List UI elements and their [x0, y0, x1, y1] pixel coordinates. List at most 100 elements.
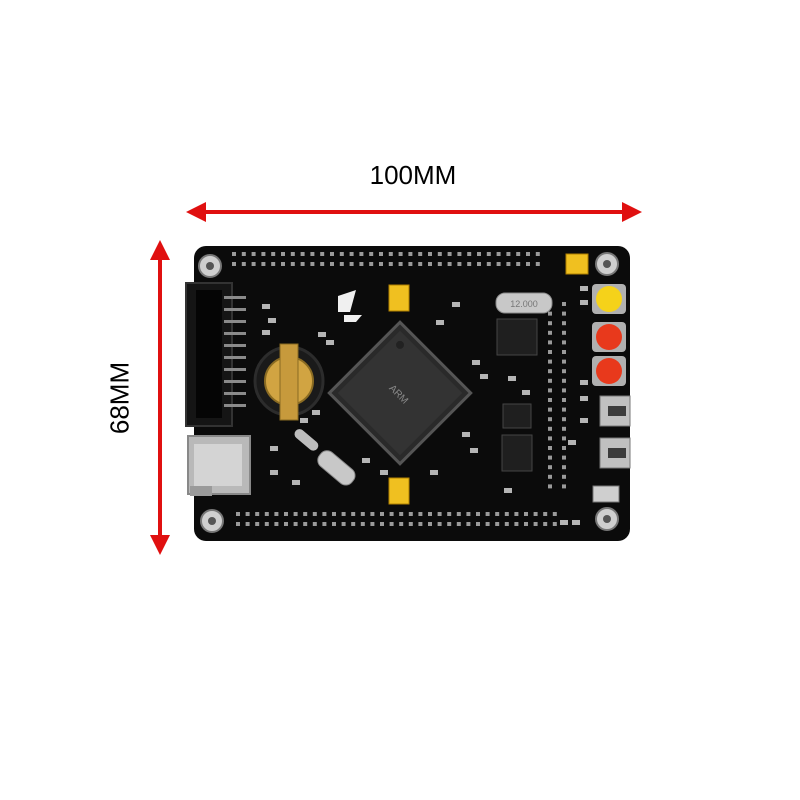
jtag-pin [224, 356, 246, 359]
header-pin [543, 522, 548, 526]
header-pin [562, 426, 566, 431]
user-buttons [592, 284, 626, 386]
header-pin [359, 252, 364, 256]
header-pin [398, 252, 403, 256]
header-pin [476, 522, 480, 526]
smd-component [270, 470, 278, 475]
header-pin [255, 522, 260, 526]
mounting-holes [198, 252, 619, 533]
smd-component [572, 520, 580, 525]
header-pin [232, 262, 236, 266]
header-pin [330, 252, 334, 256]
header-pin [261, 252, 266, 256]
header-pin [548, 426, 552, 431]
header-pin [388, 252, 393, 256]
smd-component [268, 318, 276, 323]
header-pin [281, 262, 285, 266]
smd-component [560, 520, 568, 525]
header-pin [300, 252, 305, 256]
header-pin [300, 262, 305, 266]
header-pin [241, 252, 246, 256]
header-pin [264, 512, 269, 516]
smd-component [580, 300, 588, 305]
header-pin [495, 522, 500, 526]
jtag-connector [185, 282, 246, 427]
header-pin [236, 512, 240, 516]
header-pin [437, 252, 442, 256]
smd-component [270, 446, 278, 451]
header-pin [456, 512, 461, 516]
header-pin [548, 311, 552, 316]
header-pin [330, 262, 334, 266]
header-pin [548, 340, 552, 345]
header-pin [457, 252, 462, 256]
header-pin [418, 522, 423, 526]
header-pin [562, 302, 566, 306]
header-pin [504, 522, 509, 526]
header-pin [408, 522, 413, 526]
header-pin [341, 512, 346, 516]
mcu-chip: ARM [327, 320, 473, 466]
header-pin [466, 522, 471, 526]
header-pin [467, 262, 472, 266]
header-pin [303, 512, 308, 516]
header-pin [380, 512, 384, 516]
header-pin [290, 252, 295, 256]
header-pin [548, 407, 552, 412]
header-pin [232, 252, 236, 256]
header-pin [320, 252, 325, 256]
header-pin [274, 512, 279, 516]
header-pin [408, 262, 413, 266]
smd-component [580, 418, 588, 423]
header-pin [370, 522, 375, 526]
header-pin [524, 512, 528, 516]
smd-component [300, 418, 308, 423]
header-pin [562, 474, 566, 479]
smd-component [326, 340, 334, 345]
smd-component [362, 458, 370, 463]
header-pin [526, 252, 530, 256]
header-pin [380, 522, 384, 526]
header-pin [548, 330, 552, 335]
header-pin [496, 252, 501, 256]
header-pin [245, 512, 250, 516]
header-pin [418, 262, 423, 266]
header-pin [447, 512, 452, 516]
power-switch [592, 485, 620, 503]
header-pin [408, 512, 413, 516]
header-pin [369, 252, 374, 256]
header-pin [562, 311, 566, 316]
header-pin [389, 512, 394, 516]
header-pin [241, 262, 246, 266]
header-pin [447, 262, 452, 266]
header-pin [388, 262, 393, 266]
header-pin [261, 262, 266, 266]
header-pin [562, 378, 566, 383]
right-pin-header [548, 302, 566, 489]
header-pin [341, 522, 346, 526]
header-pin [332, 512, 336, 516]
header-pin [562, 446, 566, 450]
header-pin [562, 484, 566, 489]
header-pin [320, 262, 325, 266]
smd-component [262, 330, 270, 335]
header-pin [552, 512, 557, 516]
header-pin [284, 522, 288, 526]
smd-component [262, 304, 270, 309]
jtag-pin [224, 404, 246, 407]
header-pin [360, 512, 365, 516]
header-pin [552, 522, 557, 526]
header-pin [281, 252, 285, 256]
header-pin [466, 512, 471, 516]
header-pin [562, 407, 566, 412]
header-pin [369, 262, 374, 266]
header-pin [467, 252, 472, 256]
header-pin [485, 522, 490, 526]
smd-component [318, 332, 326, 337]
header-pin [457, 262, 462, 266]
header-pin [274, 522, 279, 526]
jumpers [388, 253, 589, 505]
header-pin [293, 512, 298, 516]
jtag-pin [224, 308, 246, 311]
